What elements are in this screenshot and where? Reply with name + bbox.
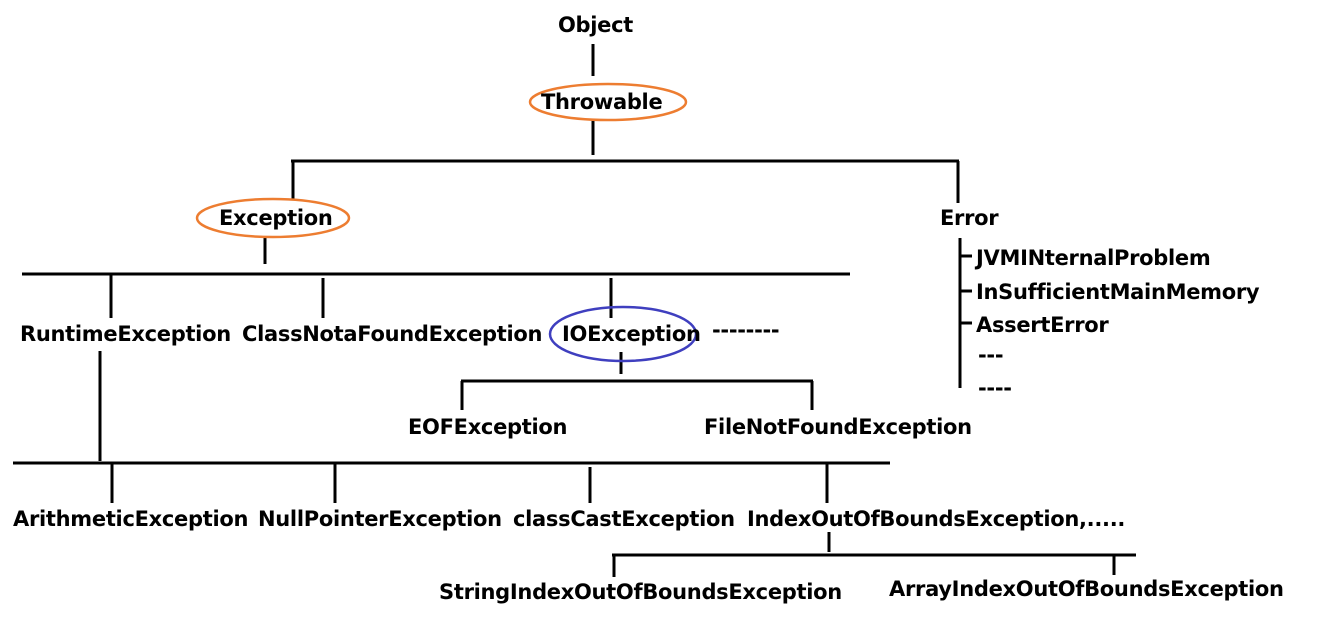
node-string-index-out-of-bounds-exception: StringIndexOutOfBoundsException xyxy=(439,580,842,604)
node-insufficient-main-memory: InSufficientMainMemory xyxy=(976,280,1260,304)
node-error: Error xyxy=(940,206,999,230)
node-class-not-found-exception: ClassNotaFoundException xyxy=(242,322,543,346)
error-more-1: --- xyxy=(978,343,1004,367)
exception-highlight-ellipse xyxy=(195,197,351,239)
node-arithmetic-exception: ArithmeticException xyxy=(13,507,249,531)
node-eof-exception: EOFException xyxy=(408,415,568,439)
node-assert-error: AssertError xyxy=(976,313,1109,337)
node-file-not-found-exception: FileNotFoundException xyxy=(704,415,972,439)
node-null-pointer-exception: NullPointerException xyxy=(258,507,502,531)
exception-more: -------- xyxy=(712,318,780,342)
error-more-2: ---- xyxy=(978,376,1012,400)
node-index-out-of-bounds-exception: IndexOutOfBoundsException,..... xyxy=(747,507,1126,531)
node-runtime-exception: RuntimeException xyxy=(20,322,231,346)
node-array-index-out-of-bounds-exception: ArrayIndexOutOfBoundsException xyxy=(889,577,1284,601)
throwable-highlight-ellipse xyxy=(528,82,688,122)
node-throwable: Throwable xyxy=(541,90,663,114)
node-jvm-internal-problem: JVMINternalProblem xyxy=(976,246,1211,270)
node-io-exception: IOException xyxy=(562,322,701,346)
node-object: Object xyxy=(558,13,634,37)
node-class-cast-exception: classCastException xyxy=(513,507,735,531)
node-exception: Exception xyxy=(219,206,333,230)
ioexception-highlight-ellipse xyxy=(548,305,698,363)
